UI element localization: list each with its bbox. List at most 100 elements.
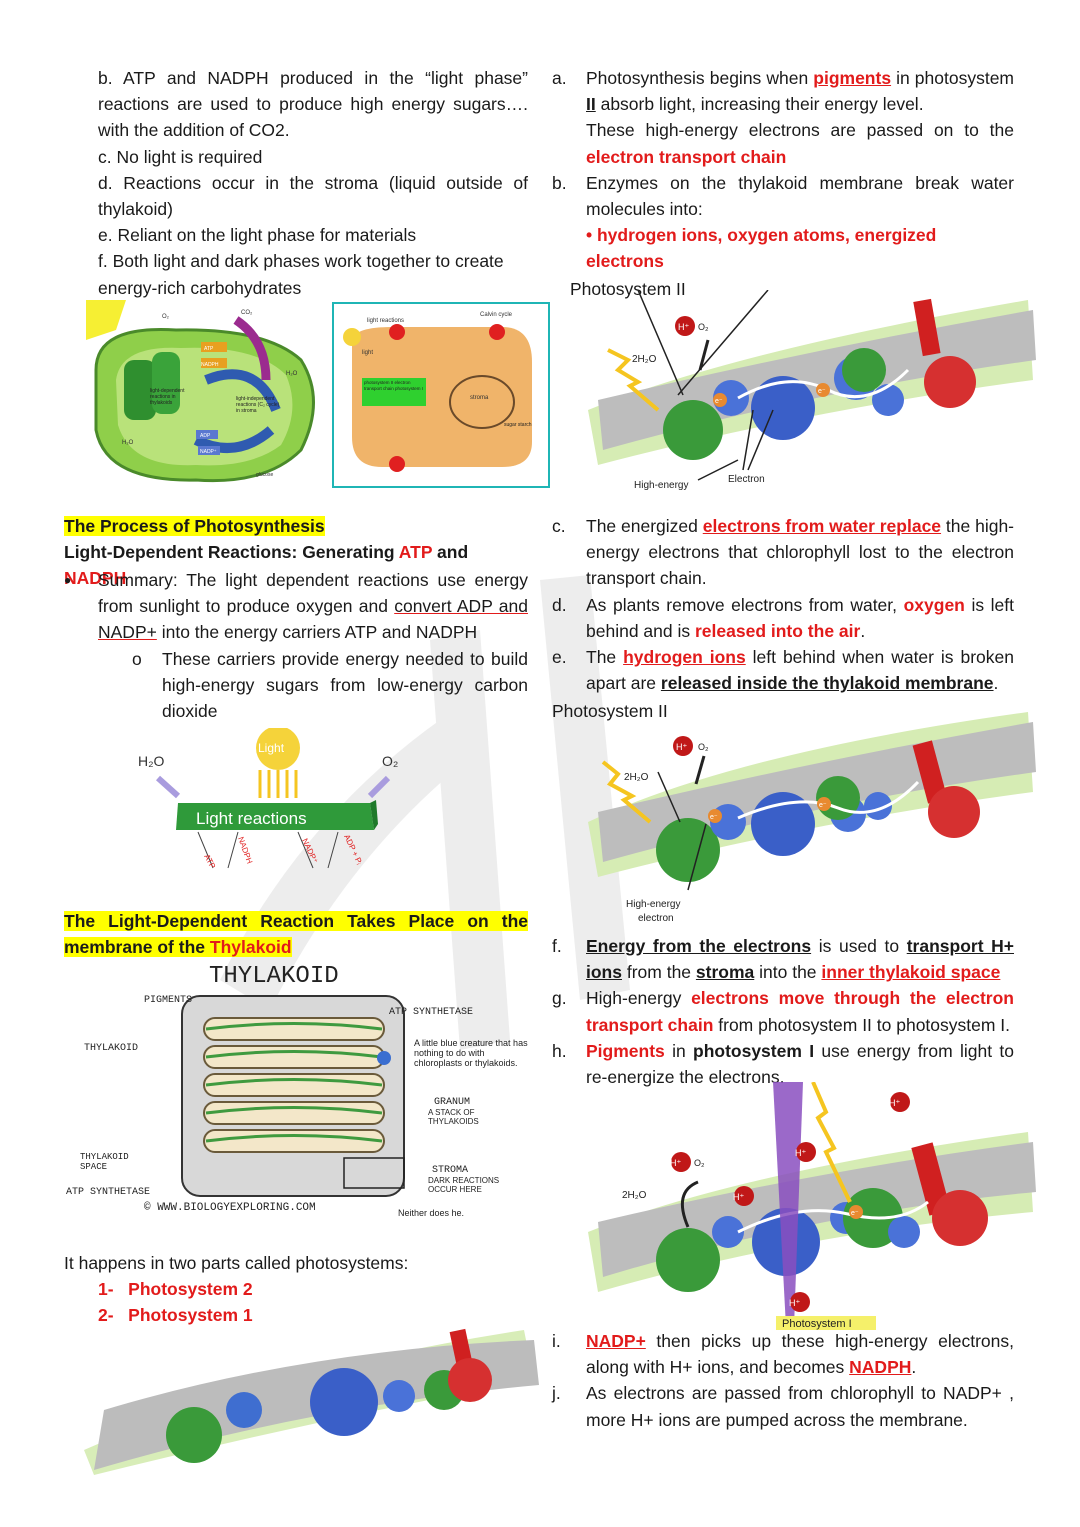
item-d-marker: d. [552,594,567,615]
fig1-adp-label: ADP [200,433,211,439]
part-2-num: 2- [98,1305,114,1326]
item-b-bullet: • hydrogen ions, oxygen atoms, energized… [586,225,937,272]
figC-e-label: e⁻ [851,1210,859,1217]
figA-e-label: e⁻ [715,398,723,405]
ldr-and: and [432,542,469,563]
thylakoid-diagram: THYLAKOID PIGMENTS THYLAKOID ATP SYNTHET… [66,963,528,1218]
fig1-light-dep-label: light-dependent reactions in thylakoids [150,388,185,406]
item-d-text-1: As plants remove electrons from water, [586,594,904,615]
fig2-sugar-label: sugar starch [504,422,532,428]
fig1-h2o-label: H₂O [286,371,298,377]
fig4-granum-sub: A STACK OF THYLAKOIDS [428,1108,479,1126]
item-d: d. As plants remove electrons from water… [552,592,1014,644]
light-calvin-diagram: light reactions Calvin cycle light photo… [332,302,550,488]
fig2-calvin-label: Calvin cycle [480,312,513,318]
figC-h-label-2: H⁺ [733,1192,744,1202]
item-i-text-1: then picks up these high-energy electron… [586,1331,1014,1378]
figB-h-label: H⁺ [676,742,687,752]
section-title: The Process of Photosynthesis [64,516,325,536]
fig4-creature-label: A little blue creature that has nothing … [414,1038,528,1068]
figB-e-label-2: e⁻ [819,802,827,809]
ldr-nadph: NADPH [64,568,127,589]
part-1: 1- Photosystem 2 [64,1276,528,1302]
dark-item-e: e. Reliant on the light phase for materi… [98,225,417,246]
figB-e-label: e⁻ [710,814,718,821]
figC-h-label-4: H⁺ [889,1098,900,1108]
fig4-thylakoid-label: THYLAKOID [84,1043,138,1054]
light-reactions-diagram: H₂O Light O₂ Light reactions ATP NADPH N… [138,728,398,870]
fig2-ps-label: photosystem II electron transport chain … [364,380,424,391]
item-g: g. High-energy electrons move through th… [552,985,1014,1037]
figB-o2-label: O₂ [698,742,709,752]
figB-h2o-label: 2H₂O [624,772,649,783]
figC-o2-label: O₂ [694,1158,705,1168]
item-j-marker: j. [552,1383,561,1404]
item-f-marker: f. [552,936,562,956]
figC-h-label-5: H⁺ [789,1298,800,1308]
fig2-light-label: light [362,350,373,356]
parts-section: It happens in two parts called photosyst… [64,1250,528,1329]
item-j-text: As electrons are passed from chlorophyll… [586,1383,1014,1430]
item-c-text-1: The energized [586,516,703,536]
photosystem-i-diagram: H⁺ O₂ H⁺ H⁺ H⁺ H⁺ 2H₂O e⁻ Photosystem I [588,1082,1036,1330]
item-a-etc: electron transport chain [586,146,787,167]
item-e-text-2: left behind when water is broken apart a… [586,647,1014,694]
item-e-text-3: . [993,673,999,694]
item-e-inside: released inside the thylakoid membrane [660,673,994,694]
item-a-ii: II [586,94,596,115]
figC-h-label-3: H⁺ [795,1148,806,1158]
item-c: c. The energized electrons from water re… [552,513,1014,592]
ps2-label-1: Photosystem II [570,279,686,299]
item-b-text: Enzymes on the thylakoid membrane break … [586,172,1014,220]
figC-ps1-label: Photosystem I [782,1318,852,1330]
parts-intro: It happens in two parts called photosyst… [64,1253,409,1273]
bullet-dot: ● [64,573,72,587]
item-e: e. The hydrogen ions left behind when wa… [552,644,1014,696]
photosystem-ii-diagram-1: H⁺ O₂ 2H₂O e⁻ e⁻ High-energy Electron [588,290,1036,491]
item-j: j. As electrons are passed from chloroph… [552,1380,1014,1432]
item-f-text-3: into the [754,962,822,983]
part-2-label: Photosystem 1 [128,1305,253,1326]
item-g-text-2: from photosystem II to photosystem I. [713,1014,1011,1035]
item-a-pigments: pigments [813,68,892,88]
fig3-nadph-label: NADPH [236,836,254,866]
item-h-text-1: in [664,1040,693,1061]
photosystem-ii-diagram-2: H⁺ O₂ 2H₂O e⁻ e⁻ High-energy electron [588,712,1036,924]
item-c-text-2: the high-energy electrons that chlorophy… [586,516,1015,589]
fig1-light-indep-label: light-independent reactions (C₂ cycle) i… [236,396,280,414]
fig1-atp-label: ATP [204,346,214,352]
item-i-nadph: NADPH [849,1357,912,1378]
fig4-atp-synthetase2-label: ATP SYNTHETASE [66,1187,150,1198]
figA-electron-label: Electron [728,474,765,485]
summary-text-a: Summary: The light dependent reactions u… [98,570,528,617]
item-h-ps1: photosystem I [693,1040,815,1061]
item-b-marker: b. [552,172,567,193]
fig4-stroma-sub: DARK REACTIONS OCCUR HERE [428,1176,500,1194]
figB-electron-label: electron [638,913,674,924]
figA-h-label: H⁺ [678,322,689,332]
item-f-text-1: is used to [811,936,907,956]
fig3-atp-label: ATP [202,853,217,870]
sub-bullet-circle: o [132,648,142,669]
fig4-credit: © WWW.BIOLOGYEXPLORING.COM [144,1202,316,1214]
item-f: f. Energy from the electrons is used to … [552,933,1014,985]
fig2-stroma-label: stroma [470,395,489,401]
item-a-text-3: absorb light, increasing their energy le… [595,94,924,115]
place-title-text: The Light-Dependent Reaction Takes Place… [64,911,528,958]
fig4-atp-synthetase-label: ATP SYNTHETASE [389,1007,473,1018]
ldr-title: Light-Dependent Reactions: Generating AT… [64,539,528,591]
dark-item-d: d. Reactions occur in the stroma (liquid… [98,172,528,220]
item-a-text-4: These high-energy electrons are passed o… [586,120,1014,141]
item-c-underlined: electrons from water replace [702,516,942,536]
fig4-pigments-label: PIGMENTS [144,995,192,1006]
summary-bullet: ● Summary: The light dependent reactions… [64,567,528,724]
summary-item: ● Summary: The light dependent reactions… [64,567,528,646]
fig4-stroma-label: STROMA [432,1165,468,1176]
item-h-text-2: use energy from light to re-energize the… [586,1040,1014,1088]
right-list-cde: c. The energized electrons from water re… [552,513,1014,696]
item-c-marker: c. [552,516,566,536]
fig1-co2-label: CO₂ [241,310,253,316]
dark-item-f: f. Both light and dark phases work toget… [98,251,504,298]
sub-bullet-item: o These carriers provide energy needed t… [132,646,528,725]
item-d-text-3: . [860,620,866,641]
